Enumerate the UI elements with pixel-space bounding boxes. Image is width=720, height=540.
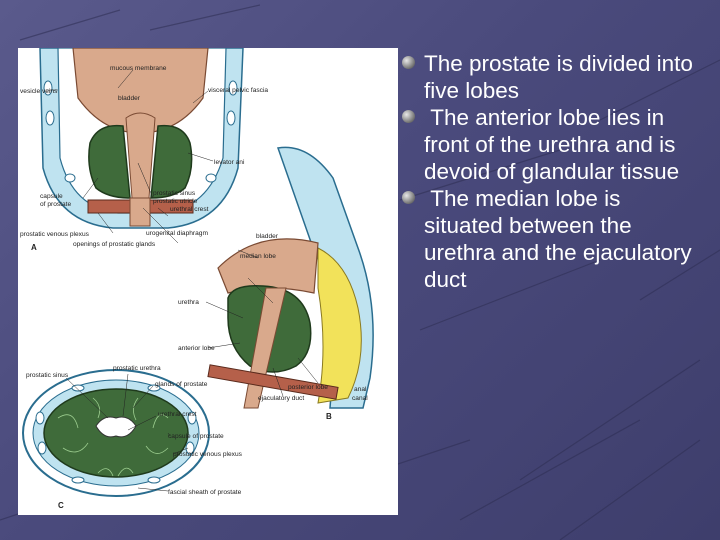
label-panel-a: A	[31, 243, 37, 252]
label-canal: canal	[352, 395, 368, 402]
bullet-text: The prostate is divided into five lobes	[424, 51, 693, 103]
sphere-bullet-icon	[402, 191, 415, 204]
label-glands-of-prostate: glands of prostate	[155, 381, 208, 388]
label-levator-ani: levator ani	[214, 159, 245, 166]
label-urogenital-diaphragm: urogenital diaphragm	[146, 230, 208, 237]
label-panel-c: C	[58, 501, 64, 510]
label-urethral-crest: urethral crest	[170, 206, 209, 213]
bullet-text: The anterior lobe lies in front of the u…	[424, 105, 682, 184]
bullet-item: The anterior lobe lies in front of the u…	[402, 104, 702, 185]
label-bladder: bladder	[118, 95, 141, 102]
sphere-bullet-icon	[402, 56, 415, 69]
label-posterior-lobe: posterior lobe	[288, 384, 328, 391]
label-prostatic-venous-plexus-c: prostatic venous plexus	[173, 451, 243, 458]
panel-c-illustration	[22, 369, 210, 497]
sphere-bullet-icon	[402, 110, 415, 123]
label-prostatic-sinus-c: prostatic sinus	[26, 372, 69, 379]
label-prostatic-sinus: prostatic sinus	[153, 190, 196, 197]
label-visceral-pelvic-fascia: visceral pelvic fascia	[208, 87, 268, 94]
label-prostatic-utricle: prostatic utricle	[153, 198, 198, 205]
figure-labels: mucous membrane bladder visceral pelvic …	[20, 65, 368, 510]
bullet-text: The median lobe is situated between the …	[424, 186, 698, 292]
label-fascial-sheath: fascial sheath of prostate	[168, 489, 242, 496]
label-of-prostate: of prostate	[40, 201, 71, 208]
label-vesicle-veins: vesicle veins	[20, 88, 58, 95]
label-capsule: capsule	[40, 193, 63, 200]
bullet-list: The prostate is divided into five lobes …	[402, 50, 702, 293]
label-anal: anal	[354, 386, 367, 393]
anatomy-illustration: mucous membrane bladder visceral pelvic …	[20, 48, 374, 510]
label-panel-b: B	[326, 412, 332, 421]
bullet-item: The prostate is divided into five lobes	[402, 50, 702, 104]
panel-b-illustration	[205, 146, 374, 409]
bullet-item: The median lobe is situated between the …	[402, 185, 702, 293]
label-capsule-of-prostate-c: capsule of prostate	[168, 433, 224, 440]
label-mucous-membrane: mucous membrane	[110, 65, 167, 72]
prostate-anatomy-figure: mucous membrane bladder visceral pelvic …	[18, 48, 398, 515]
label-bladder-b: bladder	[256, 233, 279, 240]
label-ejaculatory-duct: ejaculatory duct	[258, 395, 304, 402]
label-urethral-crest-c: urethral crest	[158, 411, 197, 418]
label-anterior-lobe: anterior lobe	[178, 345, 215, 352]
label-prostatic-urethra: prostatic urethra	[113, 365, 161, 372]
label-median-lobe: median lobe	[240, 253, 276, 260]
label-urethra: urethra	[178, 299, 199, 306]
panel-a-illustration	[39, 48, 244, 244]
label-prostatic-venous-plexus: prostatic venous plexus	[20, 231, 90, 238]
label-openings-of-prostatic-glands: openings of prostatic glands	[73, 241, 156, 248]
